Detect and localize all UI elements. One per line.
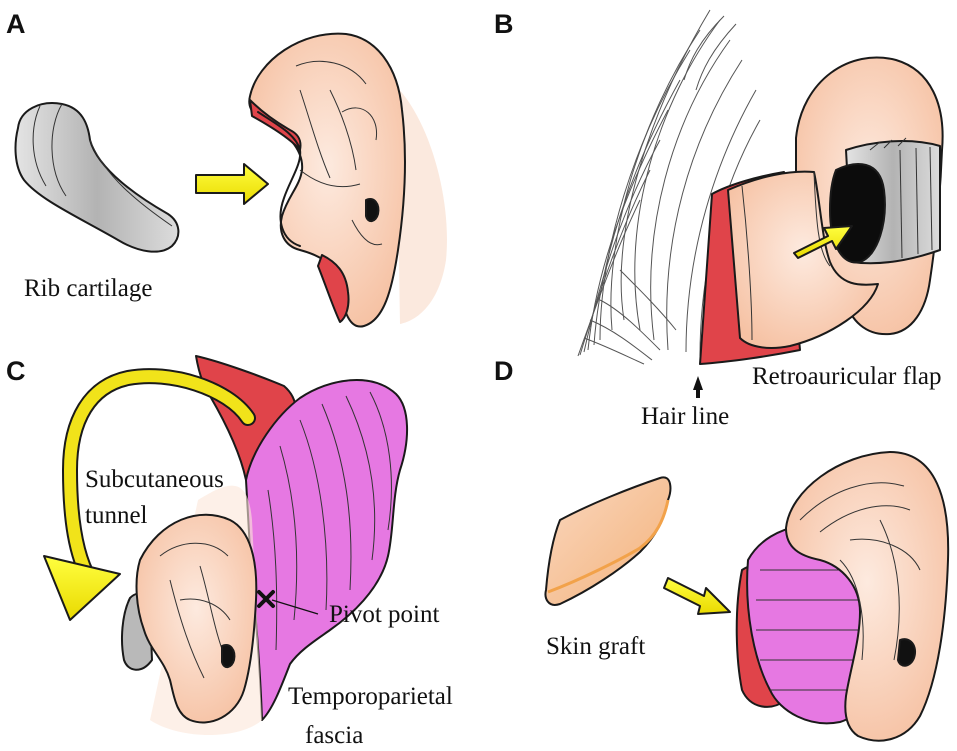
hairline-arrow-icon [693,376,703,398]
arrow-right-icon [196,164,268,204]
temporoparietal-label: Temporoparietal [288,683,453,710]
panel-a: A Rib cartilage [6,9,447,327]
temporoparietal-fascia-illustration [246,380,407,720]
panel-b-letter: B [494,9,514,39]
fascia-label: fascia [305,722,363,749]
subcutaneous-label: Subcutaneous [85,466,224,493]
retroauricular-flap-label: Retroauricular flap [752,363,942,390]
hair-line-label: Hair line [641,403,729,430]
panel-c: C [6,356,453,749]
rib-cartilage-label: Rib cartilage [24,275,152,302]
ear-c-illustration [122,515,256,723]
panel-a-letter: A [6,9,26,39]
rib-cartilage-illustration [16,103,179,252]
reconstructed-ear-illustration [249,34,447,327]
panel-d-letter: D [494,356,514,386]
arrow-d-icon [664,578,730,614]
panel-b: B [494,9,943,430]
skin-graft-label: Skin graft [546,633,645,660]
panel-c-letter: C [6,356,26,386]
final-ear-illustration [737,452,948,741]
tunnel-label: tunnel [85,502,148,529]
ear-framework-illustration [830,138,940,263]
pivot-point-label: Pivot point [329,601,439,628]
